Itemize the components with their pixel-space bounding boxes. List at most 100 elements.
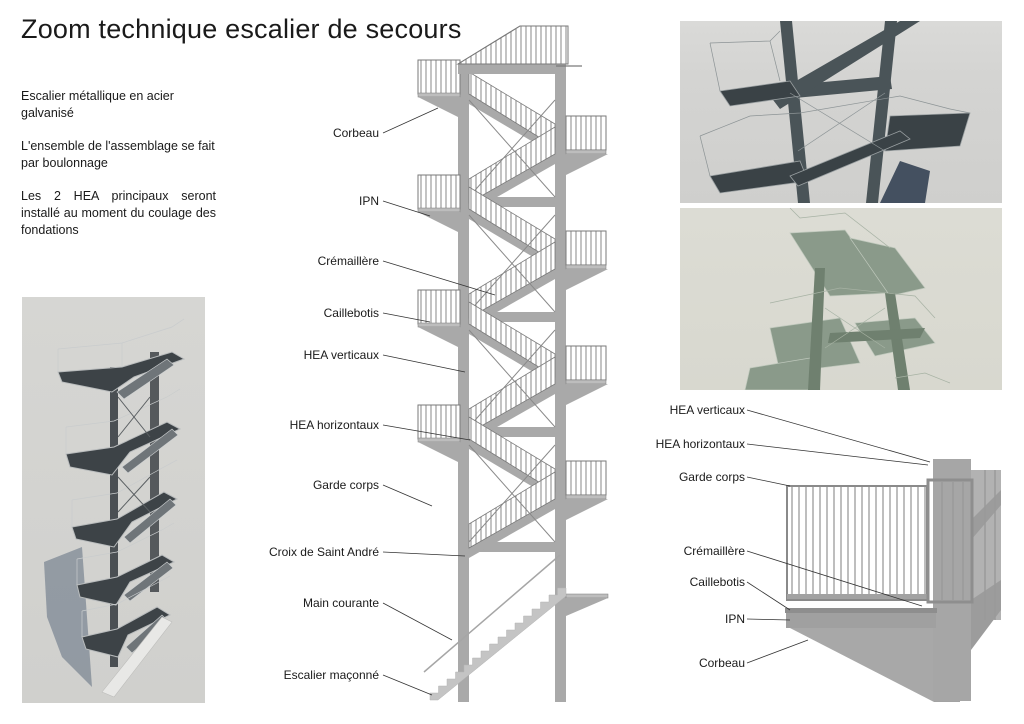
detail-caillebotis [785, 608, 937, 613]
garde-corps-left [417, 404, 461, 440]
hea-column-right [555, 66, 566, 702]
note-material: Escalier métallique en acier galvanisé [21, 89, 174, 120]
detail-leader-line [746, 581, 791, 611]
detail-label-caillebotis: Caillebotis [689, 575, 745, 589]
garde-corps-right [565, 460, 607, 496]
corbeau-left [418, 212, 460, 233]
caillebotis-right [565, 264, 607, 270]
detail-ipn [786, 612, 936, 628]
cremaillere-down [469, 324, 555, 385]
notes-block: Escalier métallique en acier galvanisé L… [21, 88, 216, 255]
corbeau-right [566, 269, 608, 290]
garde-corps-left [417, 289, 461, 325]
render-top-drawing [699, 21, 971, 203]
croix-saint-andre [468, 99, 556, 198]
corbeau-left [418, 97, 460, 118]
caillebotis-left [417, 322, 461, 328]
label-corbeau: Corbeau [332, 126, 379, 140]
detail-leader-line [746, 639, 809, 664]
croix-saint-andre [468, 444, 556, 543]
croix-saint-andre [468, 99, 556, 198]
caillebotis-left [417, 207, 461, 213]
rail-up [468, 356, 556, 434]
label-ipn: IPN [358, 194, 379, 208]
detail-hea-vertical [933, 459, 971, 701]
rail-down [468, 71, 556, 148]
label-croix-saint-andre: Croix de Saint André [268, 545, 379, 559]
corbeau-left [418, 442, 460, 463]
render-bottom-drawing [744, 208, 951, 390]
render-perspective-drawing [44, 318, 186, 698]
caillebotis-bottom [565, 593, 609, 599]
leader-line [382, 354, 466, 373]
detail-label-cremaillere: Crémaillère [683, 544, 745, 558]
detail-leader-line [746, 443, 929, 466]
detail-label-garde-corps: Garde corps [678, 470, 745, 484]
label-hea-verticaux: HEA verticaux [303, 348, 379, 362]
cremaillere-up [469, 384, 555, 443]
croix-saint-andre [468, 329, 556, 428]
hea-horizontal [469, 427, 555, 437]
croix-saint-andre [468, 329, 556, 428]
label-caillebotis: Caillebotis [323, 306, 379, 320]
caillebotis-left [417, 437, 461, 443]
cremaillere-up [469, 154, 555, 213]
corbeau-right [566, 499, 608, 520]
detail-label-corbeau: Corbeau [698, 656, 745, 670]
caillebotis-left [417, 92, 461, 98]
leader-line [382, 602, 453, 641]
detail-leader-line [746, 550, 923, 607]
corbeau-left [418, 327, 460, 348]
rail-up [468, 241, 556, 319]
detail-label-ipn: IPN [724, 612, 745, 626]
garde-corps-left [417, 59, 461, 95]
leader-line [382, 200, 431, 217]
hea-horizontal [469, 542, 555, 552]
label-escalier-maconne: Escalier maçonné [283, 668, 379, 682]
rail-down [468, 186, 556, 263]
detail-label-hea-horizontaux: HEA horizontaux [655, 437, 745, 451]
rail-up [468, 126, 556, 204]
garde-corps-right [565, 345, 607, 381]
label-cremaillere: Crémaillère [317, 254, 379, 268]
note-assembly: L'ensemble de l'assemblage se fait par b… [21, 139, 215, 170]
cremaillere-up [469, 269, 555, 328]
detail-garde-corps [786, 485, 928, 601]
caillebotis-right [565, 379, 607, 385]
leader-line [382, 424, 471, 441]
cremaillere-down [469, 94, 555, 155]
rail-up [468, 471, 556, 549]
leader-line [382, 260, 496, 296]
caillebotis-right [565, 149, 607, 155]
detail-leader-line [746, 476, 791, 487]
corbeau-right [566, 154, 608, 175]
note-foundations: Les 2 HEA principaux seront installé au … [21, 189, 216, 237]
detail-label-hea-verticaux: HEA verticaux [669, 403, 745, 417]
page-title: Zoom technique escalier de secours [21, 14, 462, 44]
garde-corps-right [565, 230, 607, 266]
cremaillere-down [469, 209, 555, 270]
croix-saint-andre [468, 214, 556, 313]
hea-column-left [458, 66, 469, 702]
cremaillere-down [469, 439, 555, 500]
escalier-maconne-drawing [423, 554, 567, 701]
label-garde-corps: Garde corps [312, 478, 379, 492]
garde-corps-right [565, 115, 607, 151]
main-courante-line [423, 554, 561, 673]
garde-corps-left [417, 174, 461, 210]
label-hea-horizontaux: HEA horizontaux [289, 418, 379, 432]
hea-horizontal [469, 197, 555, 207]
label-main-courante: Main courante [302, 596, 379, 610]
detail-leader-line [746, 409, 931, 463]
render-perspective [22, 297, 205, 703]
corbeau-bottom [566, 598, 608, 616]
caillebotis-right [565, 494, 607, 500]
elevation-levels [417, 59, 609, 616]
render-bottom [680, 208, 1002, 390]
render-top [680, 21, 1002, 203]
leader-line [382, 484, 433, 507]
leader-line [382, 312, 431, 323]
rail-down [468, 301, 556, 378]
croix-saint-andre [468, 214, 556, 313]
corbeau-right [566, 384, 608, 405]
